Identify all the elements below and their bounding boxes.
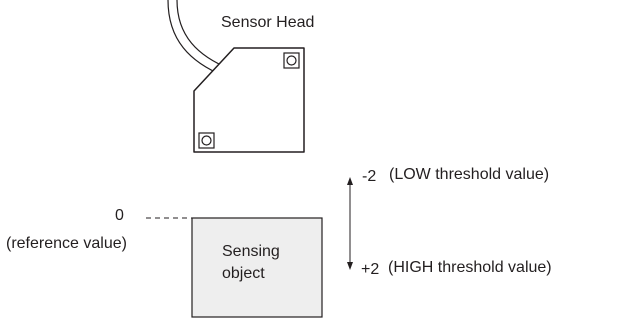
sensing-object-line-2: object — [222, 265, 265, 282]
reference-zero-label: 0 — [115, 207, 124, 224]
double-headed-arrow-icon — [347, 177, 353, 270]
sensing-object-line-1: Sensing — [222, 243, 280, 260]
high-threshold-label: (HIGH threshold value) — [388, 259, 552, 276]
sensor-head-icon — [193, 47, 305, 153]
sensing-object-label: Sensing object — [222, 241, 280, 285]
sensor-head-label: Sensor Head — [221, 14, 315, 31]
reference-value-label: (reference value) — [6, 235, 127, 252]
high-threshold-value: +2 — [361, 261, 380, 278]
low-threshold-value: -2 — [362, 168, 377, 185]
low-threshold-label: (LOW threshold value) — [389, 166, 550, 183]
sensing-object-box — [191, 217, 323, 318]
